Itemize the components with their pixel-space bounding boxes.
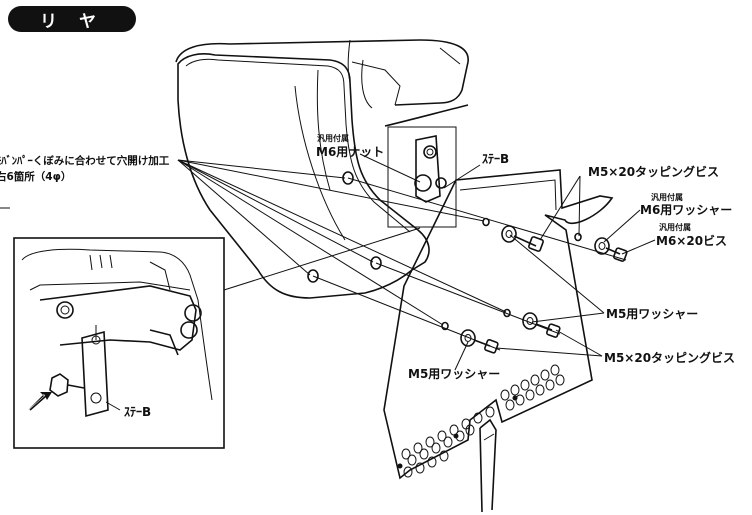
stay-b-inset-label: ｽﾃｰB bbox=[124, 405, 151, 419]
tapping-screw-top-label: M5×20タッピングビス bbox=[588, 164, 719, 179]
nut-prefix-label: 汎用付属 bbox=[317, 133, 349, 143]
bolt-m6-prefix-label: 汎用付属 bbox=[659, 222, 691, 232]
cutout-note-line2: 右6箇所（4φ） bbox=[0, 170, 71, 183]
washer-m5-right-label: M5用ワッシャー bbox=[606, 307, 698, 321]
plate-perforations bbox=[401, 364, 565, 478]
plate-rivet bbox=[453, 433, 459, 439]
inset-detail-panel bbox=[13, 227, 421, 449]
reflector-stay bbox=[479, 418, 497, 513]
stay-b-top-label: ｽﾃｰB bbox=[482, 152, 509, 166]
cutout-note-line1: ﾓﾊﾞﾝﾊﾟｰくぼみに合わせて穴開け加工 bbox=[0, 154, 170, 167]
plate-rivet bbox=[512, 395, 518, 401]
fasteners-lower-row bbox=[312, 275, 501, 354]
bolt-m6-label: M6×20ビス bbox=[656, 233, 727, 248]
washer-m6-label: M6用ワッシャー bbox=[640, 203, 732, 217]
section-title-badge: リ ヤ bbox=[8, 6, 136, 32]
washer-m6-prefix-label: 汎用付属 bbox=[651, 192, 683, 202]
rear-fender-outline bbox=[175, 39, 469, 299]
fasteners-upper-row bbox=[347, 177, 628, 262]
plate-rivet bbox=[397, 463, 403, 469]
washer-m5-bottom-label: M5用ワッシャー bbox=[408, 367, 500, 381]
stay-b-bracket bbox=[387, 126, 457, 228]
fasteners-middle-row bbox=[375, 262, 561, 338]
license-plate-panel bbox=[383, 169, 614, 480]
leader-lines bbox=[177, 153, 656, 371]
nut-label: M6用ナット bbox=[316, 145, 384, 159]
tapping-screw-bottom-label: M5×20タッピングビス bbox=[604, 350, 735, 365]
